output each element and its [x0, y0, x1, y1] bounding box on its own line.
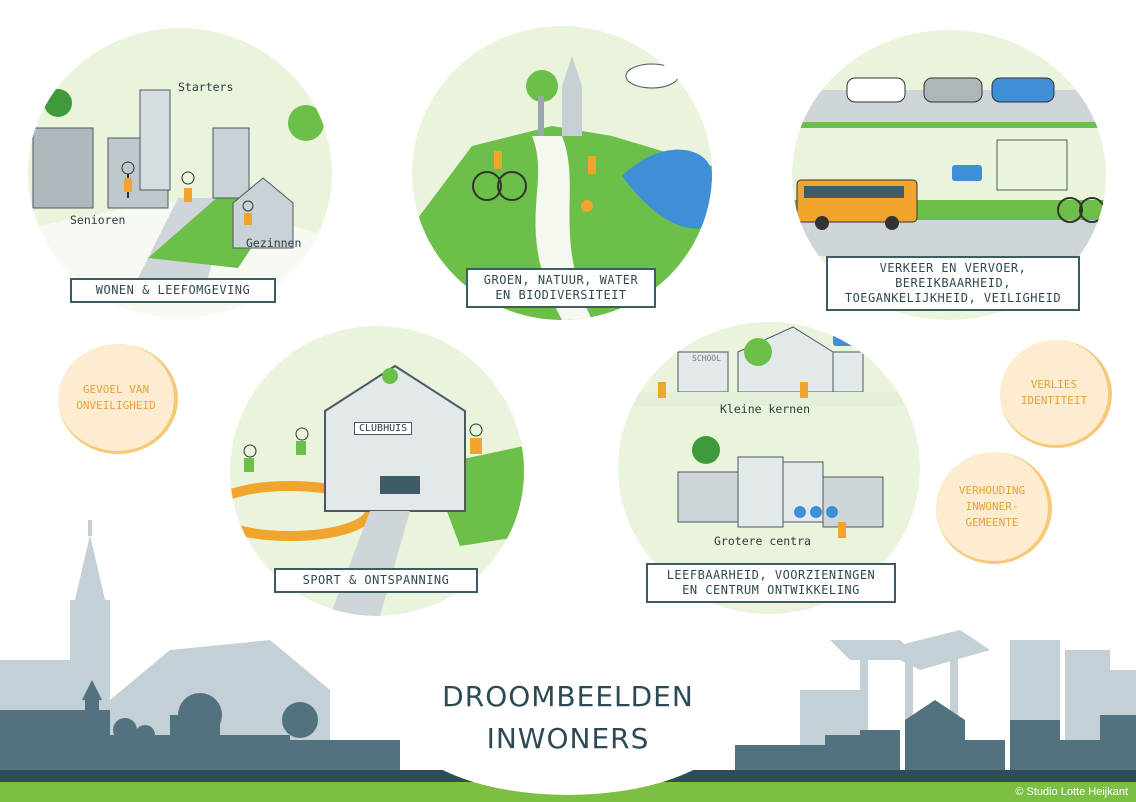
traffic-scene: [792, 77, 1106, 256]
caption-wonen: WONEN & LEEFOMGEVING: [70, 278, 276, 303]
page-title-line1: DROOMBEELDEN: [442, 680, 694, 713]
caption-groen: GROEN, NATUUR, WATER EN BIODIVERSITEIT: [466, 268, 656, 308]
school-sign: SCHOOL: [692, 354, 721, 363]
issue-verlies-identiteit: VERLIES IDENTITEIT: [1000, 340, 1112, 448]
caption-leefbaarheid: LEEFBAARHEID, VOORZIENINGEN EN CENTRUM O…: [646, 563, 896, 603]
label-grotere-centra: Grotere centra: [714, 534, 811, 548]
label-starters: Starters: [178, 80, 234, 94]
label-senioren: Senioren: [70, 213, 126, 227]
page-title-line2: INWONERS: [486, 722, 650, 755]
town-scene: [618, 326, 920, 538]
theme-circle-wonen: Starters Senioren Gezinnen: [28, 28, 332, 318]
label-kleine-kernen: Kleine kernen: [720, 402, 811, 416]
copyright-credit: © Studio Lotte Heijkant: [1015, 786, 1128, 798]
title-backdrop: [400, 645, 736, 795]
clubhuis-sign: CLUBHUIS: [354, 422, 413, 435]
caption-verkeer: VERKEER EN VERVOER, BEREIKBAARHEID, TOEG…: [826, 256, 1080, 311]
housing-scene: [28, 89, 332, 318]
issue-verhouding-inwoner-gemeente: VERHOUDING INWONER- GEMEENTE: [936, 452, 1052, 564]
caption-sport: SPORT & ONTSPANNING: [274, 568, 478, 593]
label-gezinnen: Gezinnen: [246, 236, 302, 250]
issue-gevoel-van-onveiligheid: GEVOEL VAN ONVEILIGHEID: [58, 344, 178, 454]
